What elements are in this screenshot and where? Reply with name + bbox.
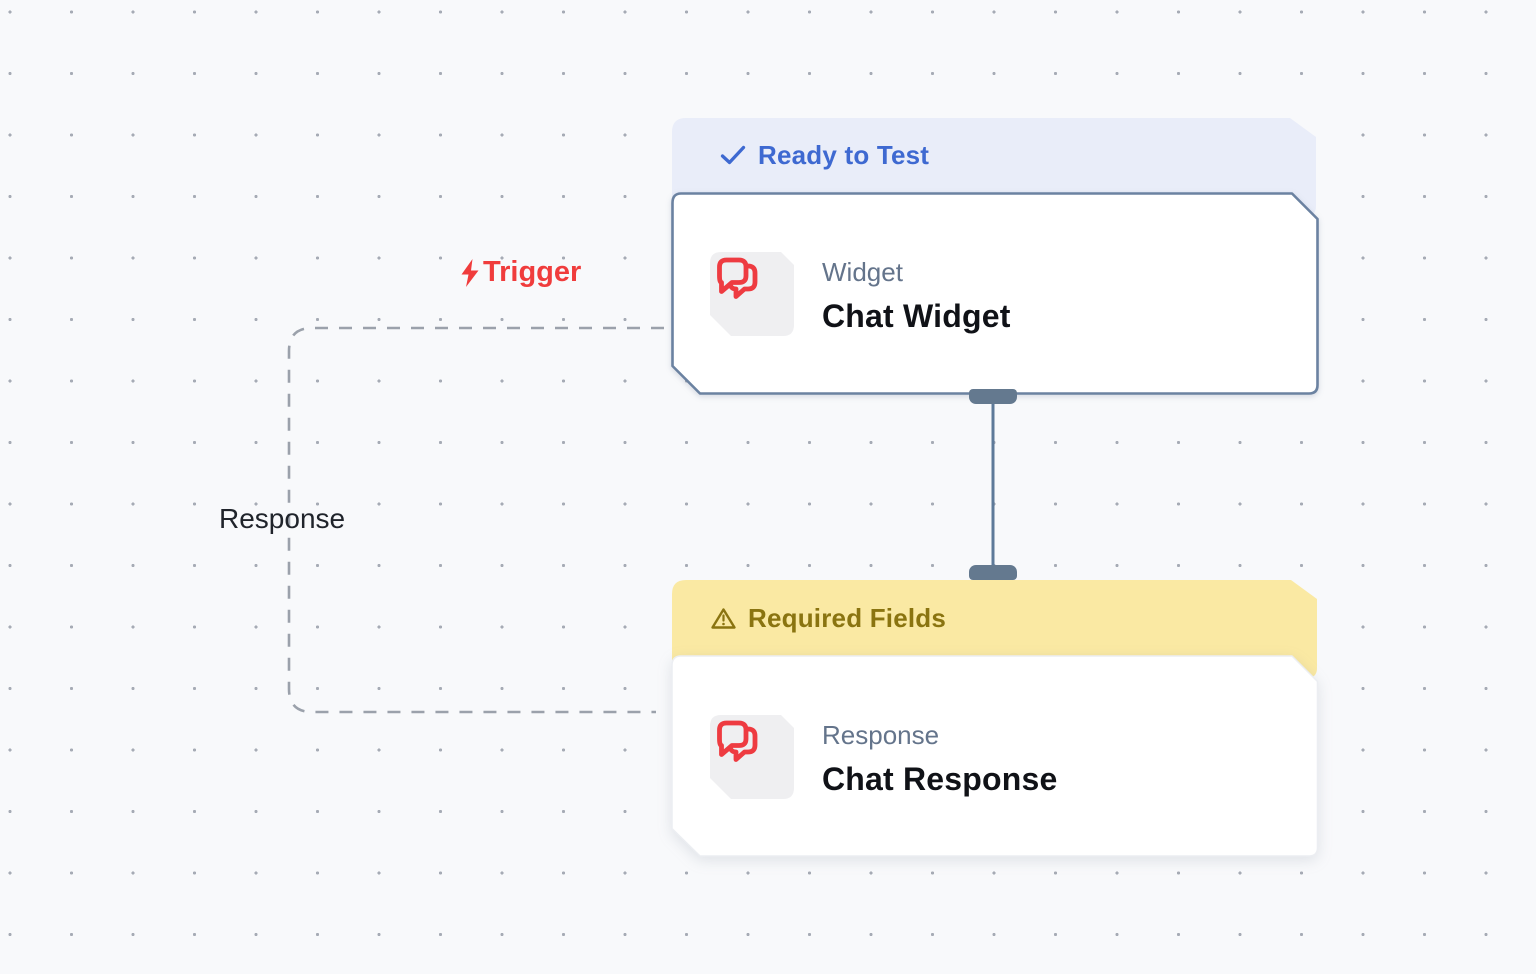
trigger-edge-label: Trigger: [459, 256, 581, 289]
chat-response-input-handle[interactable]: [969, 565, 1017, 580]
status-badge: Ready to Test: [758, 139, 930, 170]
chat-widget-output-handle[interactable]: [969, 389, 1017, 404]
node-type-label: Response: [822, 720, 940, 750]
warning-triangle-icon: [711, 607, 736, 629]
ready-to-test-banner[interactable]: [672, 118, 1316, 218]
chat-widget-icon-tile: [710, 252, 794, 336]
lightning-bolt-icon: [461, 258, 479, 287]
chat-widget-card[interactable]: [671, 192, 1319, 395]
check-icon: [720, 145, 746, 165]
node-chat-widget[interactable]: Ready to Test Widget Chat Widget: [671, 118, 1319, 404]
node-title: Chat Widget: [822, 298, 1011, 334]
response-edge: [287, 326, 664, 714]
response-edge-label: Response: [219, 503, 346, 534]
node-type-label: Widget: [822, 257, 903, 287]
required-fields-banner[interactable]: [672, 580, 1317, 678]
chat-bubbles-icon: [717, 257, 758, 299]
trigger-edge-label-text: Trigger: [483, 256, 582, 288]
node-chat-response[interactable]: Required Fields Response Chat Response: [671, 565, 1319, 857]
chat-response-card[interactable]: [671, 655, 1319, 857]
status-badge: Required Fields: [748, 602, 947, 633]
node-title: Chat Response: [822, 761, 1058, 797]
chat-response-icon-tile: [710, 715, 794, 799]
chat-bubbles-icon: [717, 720, 758, 762]
